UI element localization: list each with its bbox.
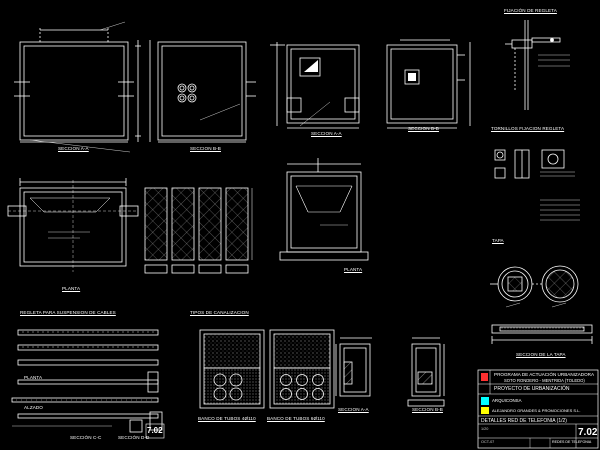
title-block-subtitle: REDES DE TELEFONIA <box>552 440 592 444</box>
small-number-box <box>145 423 165 439</box>
label-seccion-dd: SECCIÓN D-D <box>118 435 150 440</box>
title-block-architect: ARQUICONSA <box>492 398 522 403</box>
label-regleta-suspension: REGLETA PARA SUSPENSION DE CABLES <box>20 310 116 315</box>
planta-left-drawing <box>7 178 139 272</box>
label-seccion-bb-left: SECCION B-B <box>190 146 221 151</box>
fijacion-regleta-drawing <box>505 20 570 110</box>
title-block-drawing-title: DETALLES RED DE TELEFONIA (1/2) <box>481 418 567 424</box>
label-seccion-cc: SECCIÓN C-C <box>70 435 102 440</box>
title-block-drawing-number: 7.02 <box>578 427 598 438</box>
planta-mid-drawing <box>279 158 369 261</box>
section-aa-bottom-drawing <box>335 337 372 397</box>
label-planta-mid: PLANTA <box>344 267 363 272</box>
section-bb-mid-drawing <box>386 39 471 129</box>
label-tapa: TAPA <box>492 238 504 243</box>
label-seccion-bb-bottom: SECCION B-B <box>412 407 443 412</box>
label-banco-4: BANCO DE TUBOS 4Ø110 <box>198 416 256 421</box>
title-block-promoter: ALEJANDRO GRANDES & PROMOCIONES S.L. <box>492 408 581 413</box>
label-seccion-aa-mid: SECCION A-A <box>311 131 342 136</box>
label-seccion-aa-left: SECCION A-A <box>58 146 89 151</box>
section-bb-bottom-drawing <box>407 337 445 407</box>
title-block-location: SOTO RONDERO - MENTRIDA (TOLEDO) <box>504 378 585 383</box>
tornillos-drawing <box>494 149 580 221</box>
duct-bank-4-drawing <box>199 329 265 409</box>
small-drawing-number: 7.02 <box>147 426 163 435</box>
label-alzado: ALZADO <box>24 405 43 410</box>
section-bb-left-drawing <box>149 40 256 143</box>
label-seccion-tapa: SECCION DE LA TAPA <box>516 352 566 357</box>
seccion-tapa-drawing <box>491 324 593 344</box>
label-tipos-canalizacion: TIPOS DE CANALIZACION <box>190 310 249 315</box>
label-banco-6: BANCO DE TUBOS 6Ø110 <box>267 416 325 421</box>
section-aa-mid-drawing <box>270 42 360 129</box>
label-planta-left: PLANTA <box>62 286 81 291</box>
label-seccion-aa-bottom: SECCION A-A <box>338 407 369 412</box>
title-block-scale: 1/20 <box>481 427 489 431</box>
section-aa-left-drawing <box>14 21 141 153</box>
label-fijacion-regleta: FIJACIÓN DE REGLETA <box>504 8 557 13</box>
title-block-date: OCT-07 <box>481 440 495 444</box>
label-seccion-bb-mid: SECCION B-B <box>408 126 439 131</box>
title-block-project: PROYECTO DE URBANIZACIÓN <box>494 386 570 392</box>
hatched-panels-drawing <box>144 187 253 274</box>
regleta-suspension-drawing <box>11 329 163 433</box>
tapa-drawing <box>490 265 579 308</box>
label-tornillos-fijacion: TORNILLOS FIJACION REGLETA <box>491 126 565 131</box>
label-planta-bottom: PLANTA <box>24 375 43 380</box>
duct-bank-6-drawing <box>269 329 335 409</box>
title-block-programa: PROGRAMA DE ACTUACIÓN URBANIZADORA <box>494 372 595 377</box>
title-block-frame <box>477 369 599 449</box>
